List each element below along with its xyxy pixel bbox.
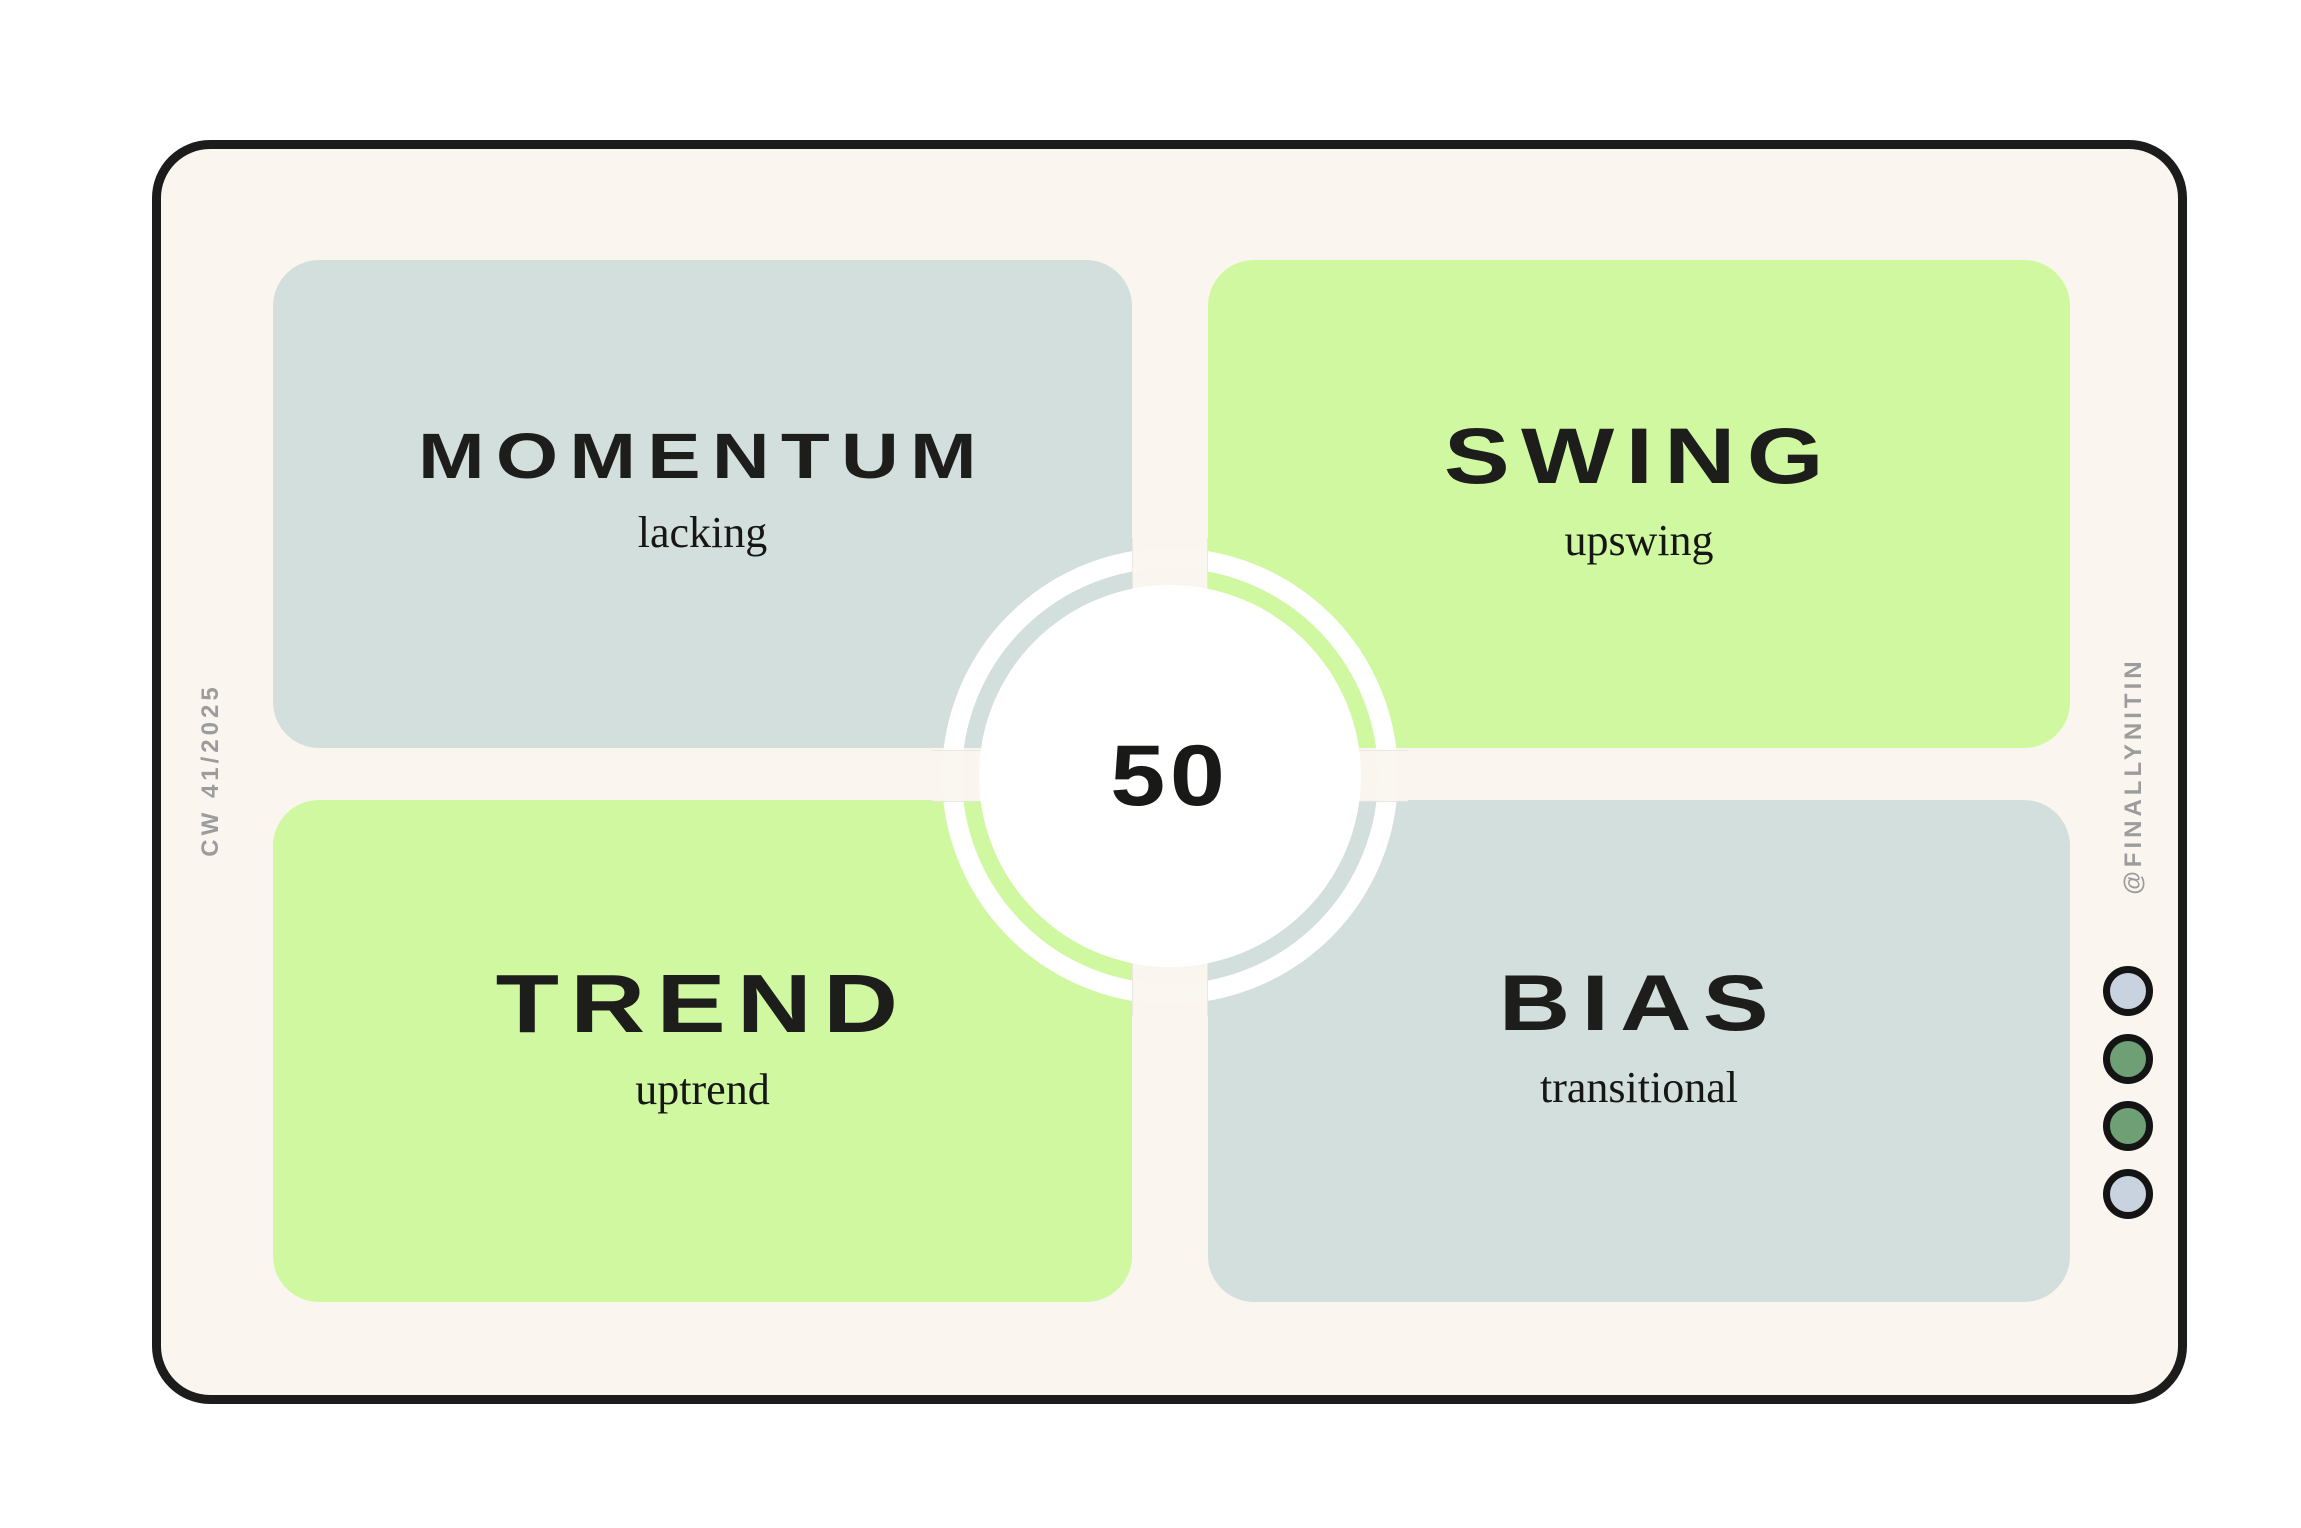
momentum-title: MOMENTUM <box>417 420 988 493</box>
status-dot-2 <box>2103 1034 2153 1084</box>
trend-status: uptrend <box>635 1065 770 1115</box>
bias-status: transitional <box>1540 1063 1738 1113</box>
trend-title: TREND <box>495 957 910 1051</box>
swing-status: upswing <box>1564 516 1714 566</box>
status-dot-4 <box>2103 1169 2153 1219</box>
status-dot-3 <box>2103 1101 2153 1151</box>
score-circle: 50 <box>979 585 1361 967</box>
quadrant-swing: SWING upswing <box>1208 260 2070 748</box>
score-value: 50 <box>1110 727 1230 824</box>
swing-title: SWING <box>1443 411 1835 501</box>
calendar-week-watermark: CW 41/2025 <box>197 683 224 857</box>
author-handle-watermark: @FINALLYNITIN <box>2120 657 2147 895</box>
quadrant-momentum: MOMENTUM lacking <box>273 260 1132 748</box>
momentum-status: lacking <box>637 508 768 558</box>
bias-title: BIAS <box>1498 958 1780 1048</box>
status-dot-1 <box>2103 966 2153 1016</box>
